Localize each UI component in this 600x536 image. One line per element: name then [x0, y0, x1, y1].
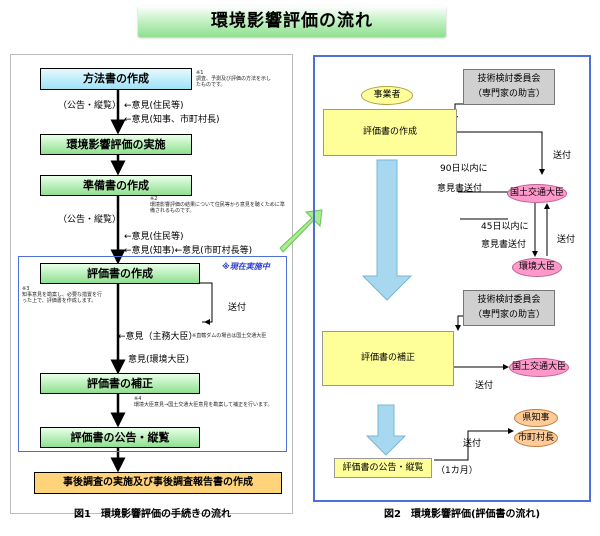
kokudo-label-1: 国土交通大臣: [509, 188, 564, 198]
step-junbisho: 準備書の作成: [40, 175, 192, 196]
label-koukoku-2: （公告・縦覧）: [58, 215, 122, 225]
step-jisshi: 環境影響評価の実施: [40, 134, 192, 155]
label-koukoku-1: （公告・縦覧）: [58, 101, 122, 111]
label-soufu-fig1: 送付: [228, 303, 247, 313]
step-jigo-chousa: 事後調査の実施及び事後調査報告書の作成: [34, 472, 282, 494]
current-stage-frame: [18, 256, 287, 452]
committee-1-line2: （専門家の助言）: [472, 89, 545, 99]
label-genzai: ※現在実施中: [222, 262, 270, 271]
label-iken-kankyo: 意見(環境大臣): [128, 355, 190, 365]
committee-1-line1: 技術検討委員会: [477, 74, 541, 84]
fig2-90days: 90日以内に: [440, 164, 488, 174]
label-iken-jumin-1: ←意見(住民等): [124, 101, 184, 111]
step-houhousho: 方法書の作成: [40, 68, 192, 90]
shichouson-ellipse: 市町村長: [514, 429, 558, 447]
kankyo-label: 環境大臣: [518, 262, 555, 272]
fig2-soufu-1: 送付: [553, 151, 572, 161]
label-iken-jumin-2: ←意見(住民等): [124, 232, 184, 242]
shichouson-label: 市町村長: [517, 433, 554, 443]
figure1-frame: [10, 54, 293, 514]
note-4: ※4 環境大臣意見→国土交通大臣意見を勘案して補正を行います。: [134, 396, 273, 408]
kokudo-ellipse-1: 国土交通大臣: [507, 184, 567, 203]
committee-2-line2: （専門家の助言）: [472, 310, 545, 320]
fig2-soufu-3: 送付: [475, 381, 494, 391]
fig2-koukoku-box: 評価書の公告・縦覧: [334, 458, 432, 478]
page-title: 環境影響評価の流れ: [211, 11, 373, 31]
fig2-koukoku-label: 評価書の公告・縦覧: [342, 463, 424, 473]
figure2-caption: 図2 環境影響評価(評価書の流れ): [384, 509, 541, 520]
kankyo-ellipse: 環境大臣: [512, 258, 562, 277]
title-banner: [138, 6, 446, 37]
figure1-caption: 図1 環境影響評価の手続きの流れ: [74, 509, 231, 520]
fig2-hosei-label: 評価書の補正: [360, 353, 415, 363]
fig2-ikensho-1: 意見書送付: [437, 184, 483, 194]
chiji-ellipse: 県知事: [514, 409, 558, 427]
committee-2-line1: 技術検討委員会: [477, 295, 541, 305]
note-1: ※1 調査、予測及び評価の方法を示したものです。: [196, 70, 272, 88]
chiji-label: 県知事: [522, 413, 550, 423]
jigyousha-ellipse: 事業者: [361, 86, 413, 105]
label-iken-chiji-1: ←意見(知事、市町村長): [124, 115, 220, 125]
kokudo-label-2: 国土交通大臣: [511, 362, 566, 372]
note-dam: ※直轄ダムの場合は国土交通大臣: [192, 333, 267, 339]
figure2-frame: [313, 55, 591, 502]
step-hyoukasho-hosei: 評価書の補正: [40, 373, 200, 394]
fig2-hosei-box: 評価書の補正: [322, 331, 454, 386]
jigyousha-label: 事業者: [373, 90, 401, 100]
step-koukoku-juuran: 評価書の公告・縦覧: [40, 427, 200, 448]
step-hyoukasho-sakusei: 評価書の作成: [40, 263, 200, 284]
fig2-soufu-4: 送付: [463, 439, 482, 449]
fig2-ikkagetsu: （1カ月）: [436, 466, 478, 476]
fig2-sakusei-box: 評価書の作成: [323, 109, 457, 156]
note-3: ※3 知事意見を勘案し、必要な措置を行った上で、評価書を作成します。: [22, 286, 103, 304]
committee-box-1: 技術検討委員会 （専門家の助言）: [463, 69, 555, 105]
committee-box-2: 技術検討委員会 （専門家の助言）: [463, 290, 555, 326]
note-2: ※2 環境影響評価の結果について住民等から意見を聴くために準備されるものです。: [150, 196, 285, 214]
fig2-ikensho-2: 意見書送付: [481, 240, 527, 250]
fig2-soufu-2: 送付: [557, 235, 576, 245]
fig2-45days: 45日以内に: [481, 222, 529, 232]
kokudo-ellipse-2: 国土交通大臣: [509, 358, 569, 377]
label-iken-shumu: ←意見（主務大臣）: [118, 332, 198, 342]
label-iken-chiji-2: ←意見(知事)←意見(市町村長等): [124, 246, 253, 256]
fig2-sakusei-label: 評価書の作成: [362, 127, 417, 137]
